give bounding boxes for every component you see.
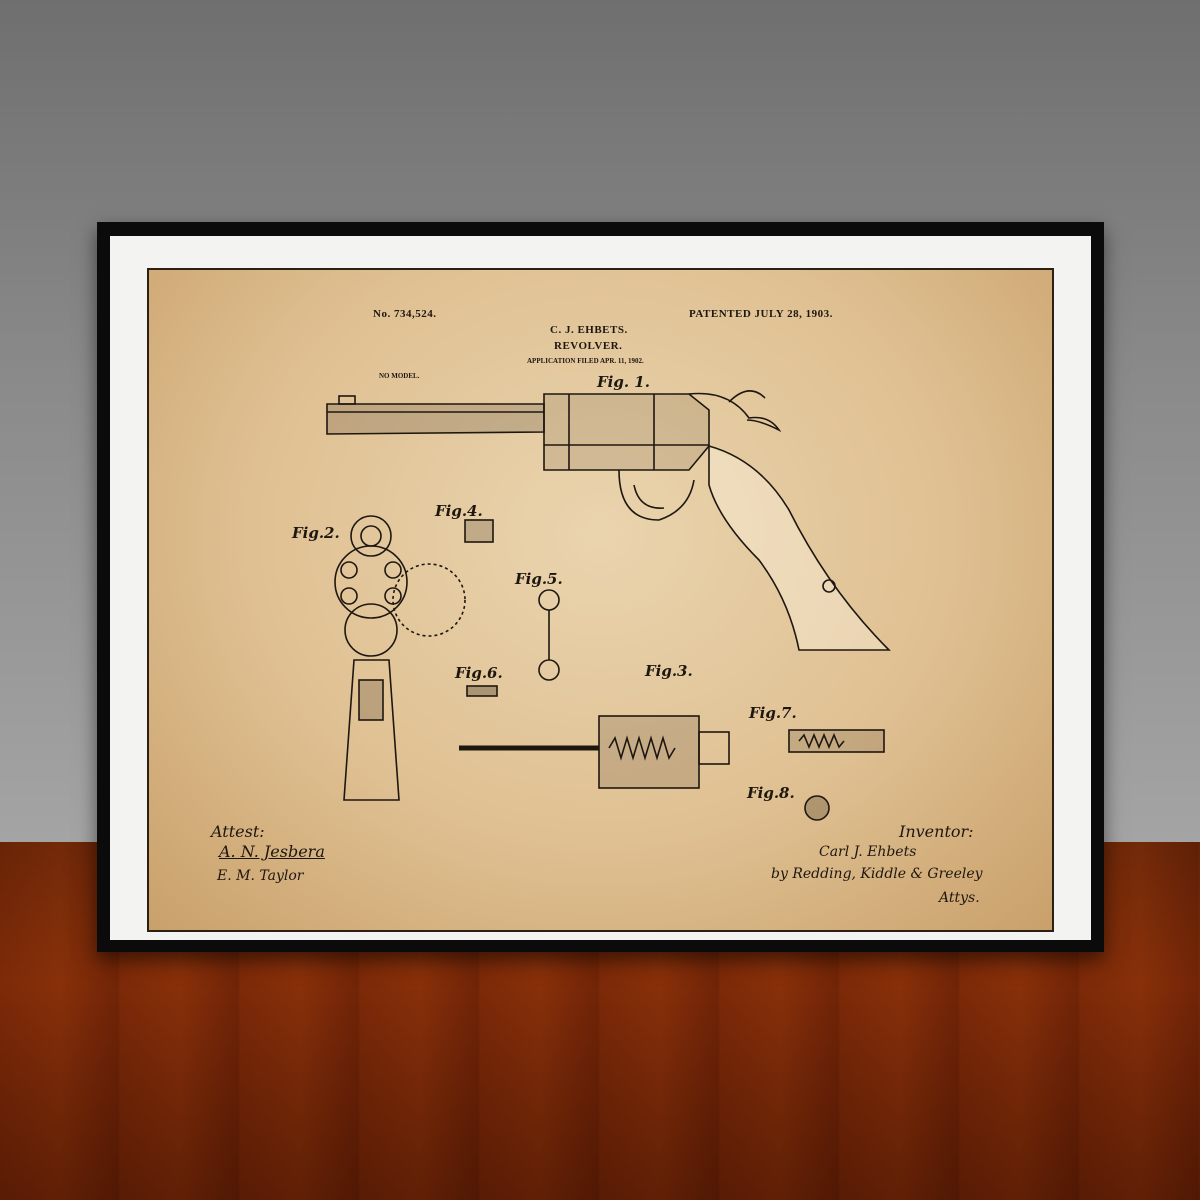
patent-number: No. 734,524. bbox=[373, 308, 437, 320]
fig-3-label: Fig.3. bbox=[645, 662, 693, 680]
patent-title: REVOLVER. bbox=[554, 340, 623, 352]
fig-6-label: Fig.6. bbox=[455, 664, 503, 682]
fig-8-label: Fig.8. bbox=[747, 784, 795, 802]
fig-1-label: Fig. 1. bbox=[597, 373, 650, 391]
attest-label: Attest: bbox=[211, 822, 265, 841]
fig-2-label: Fig.2. bbox=[292, 524, 340, 542]
inventor-name: C. J. EHBETS. bbox=[550, 324, 628, 336]
patent-print: No. 734,524. PATENTED JULY 28, 1903. C. … bbox=[147, 268, 1054, 932]
fig-5-label: Fig.5. bbox=[515, 570, 563, 588]
attorneys-signature: by Redding, Kiddle & Greeley bbox=[771, 866, 983, 882]
picture-frame: No. 734,524. PATENTED JULY 28, 1903. C. … bbox=[97, 222, 1104, 952]
witness-signature-2: E. M. Taylor bbox=[217, 868, 304, 884]
fig-4-label: Fig.4. bbox=[435, 502, 483, 520]
inventor-label: Inventor: bbox=[899, 822, 974, 841]
fig-7-label: Fig.7. bbox=[749, 704, 797, 722]
application-filed: APPLICATION FILED APR. 11, 1902. bbox=[527, 357, 644, 365]
inventor-signature: Carl J. Ehbets bbox=[819, 844, 917, 860]
attys-label: Attys. bbox=[939, 890, 980, 906]
witness-signature-1: A. N. Jesbera bbox=[219, 842, 325, 861]
white-mat: No. 734,524. PATENTED JULY 28, 1903. C. … bbox=[110, 236, 1091, 940]
patent-date: PATENTED JULY 28, 1903. bbox=[689, 308, 833, 320]
revolver-drawing bbox=[326, 390, 891, 821]
no-model: NO MODEL. bbox=[379, 372, 420, 380]
